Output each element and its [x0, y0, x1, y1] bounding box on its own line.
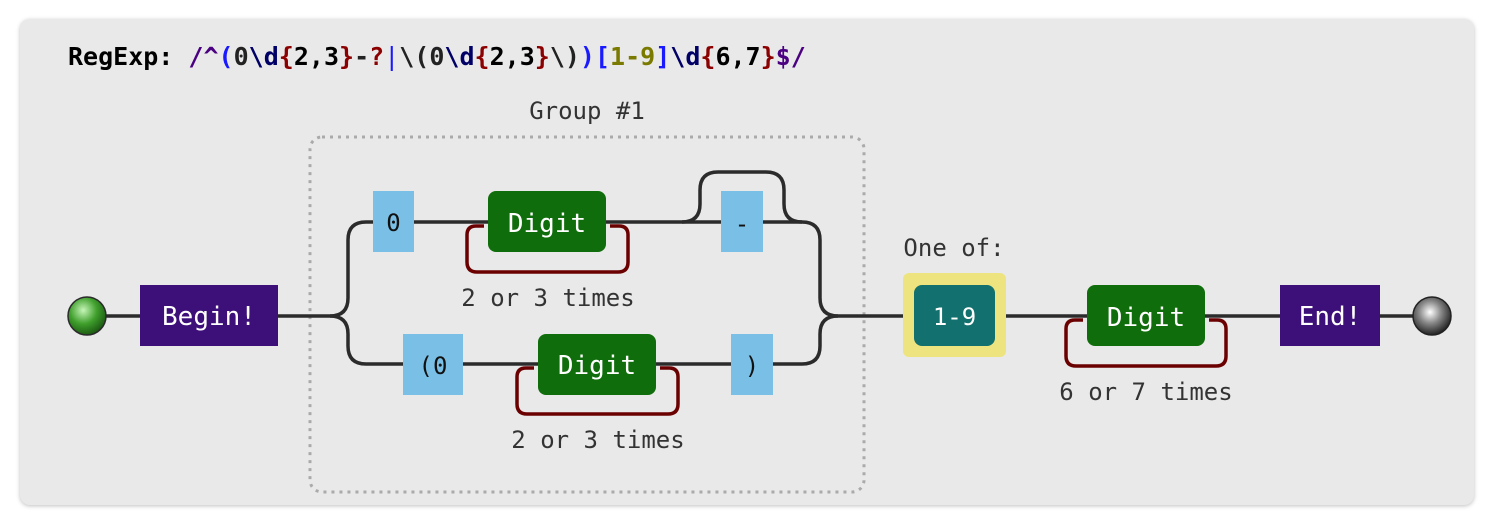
- regexp-token: \d: [444, 42, 475, 71]
- digit-label-final: Digit: [1107, 303, 1185, 333]
- regexp-token: \): [549, 42, 580, 71]
- regexp-token: ): [579, 42, 595, 71]
- literal-0-box: 0: [373, 191, 414, 252]
- regexp-token: ]: [655, 42, 671, 71]
- literal-paren-0-box: (0: [403, 334, 463, 395]
- begin-label: Begin!: [162, 302, 256, 332]
- regexp-token: 1-9: [610, 42, 656, 71]
- regexp-label: RegExp:: [68, 42, 174, 71]
- digit-box-branch2: Digit: [538, 334, 656, 395]
- group-label: Group #1: [529, 97, 645, 125]
- end-anchor-box: End!: [1280, 285, 1380, 346]
- regexp-token: /: [188, 42, 204, 71]
- charset-box: 1-9: [903, 273, 1006, 357]
- regexp-token: {: [278, 42, 294, 71]
- regexp-token: |: [384, 42, 400, 71]
- regexp-token: /: [790, 42, 806, 71]
- regexp-token: $: [775, 42, 791, 71]
- regexp-token: }: [339, 42, 355, 71]
- repeat-label-branch1: 2 or 3 times: [461, 284, 634, 312]
- begin-anchor-box: Begin!: [140, 285, 278, 346]
- regexp-token: ?: [369, 42, 385, 71]
- regexp-token: [: [594, 42, 611, 71]
- end-label: End!: [1299, 302, 1362, 332]
- regexp-token: \(: [399, 42, 430, 71]
- regexp-token: {: [474, 42, 490, 71]
- diagram-panel: [20, 19, 1474, 505]
- literal-dash-label: -: [735, 210, 749, 238]
- repeat-label-branch2: 2 or 3 times: [511, 426, 684, 454]
- digit-label-branch2: Digit: [558, 351, 636, 381]
- literal-close-paren-label: ): [745, 352, 759, 380]
- regexp-token: 0: [233, 42, 249, 71]
- regexp-token: (: [218, 42, 234, 71]
- regexp-token: }: [760, 42, 776, 71]
- regexp-token: 2,3: [489, 42, 535, 71]
- digit-label-branch1: Digit: [508, 209, 586, 239]
- start-node: [67, 296, 107, 336]
- regexp-token: \d: [670, 42, 701, 71]
- digit-box-branch1: Digit: [488, 191, 606, 252]
- digit-box-final: Digit: [1087, 285, 1205, 346]
- literal-close-paren-box: ): [731, 334, 773, 395]
- one-of-label: One of:: [903, 234, 1004, 262]
- literal-dash-box: -: [721, 191, 763, 252]
- regexp-token: -: [354, 42, 370, 71]
- regexp-header: RegExp: /^(0\d{2,3}-?|\(0\d{2,3}\))[1-9]…: [68, 40, 806, 74]
- regexp-token: {: [700, 42, 716, 71]
- charset-range-label: 1-9: [933, 303, 976, 331]
- regexp-token: \d: [248, 42, 279, 71]
- regexp-token: 0: [429, 42, 445, 71]
- end-node: [1412, 296, 1452, 336]
- literal-0-label: 0: [386, 209, 400, 237]
- regexp-pattern: /^(0\d{2,3}-?|\(0\d{2,3}\))[1-9]\d{6,7}$…: [188, 42, 805, 71]
- repeat-label-final: 6 or 7 times: [1059, 378, 1232, 406]
- regexp-token: ^: [203, 42, 219, 71]
- connector-lines: [106, 170, 1414, 366]
- regexp-token: 6,7: [715, 42, 761, 71]
- regexp-token: }: [534, 42, 550, 71]
- regexp-token: 2,3: [293, 42, 339, 71]
- repeat-loops: [465, 224, 1228, 416]
- literal-paren-0-label: (0: [419, 352, 448, 380]
